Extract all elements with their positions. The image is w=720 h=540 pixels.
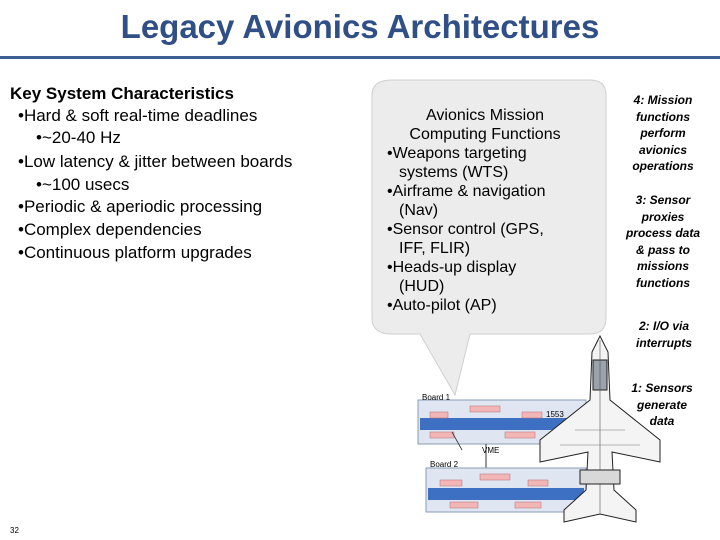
callout-item-nav-cont: (Nav) [399,202,439,219]
board-2-label: Board 2 [430,460,459,469]
step-3-line: proxies [641,209,685,224]
bullet-deadlines: •Hard & soft real-time deadlines [18,106,258,125]
step-3-line: functions [636,275,690,290]
board-1-label: Board 1 [422,393,451,402]
callout-item-wts-cont: systems (WTS) [399,164,509,181]
step-1-line: 1: Sensors [631,381,693,395]
bullet-processing: •Periodic & aperiodic processing [18,197,263,216]
bullet-latency: •Low latency & jitter between boards [18,152,293,171]
step-3-line: process data [625,226,701,240]
callout-item-wts: •Weapons targeting [387,145,527,162]
callout-item-hud-cont: (HUD) [399,278,445,295]
step-2-line: 2: I/O via [638,319,690,333]
callout-item-hud: •Heads-up display [387,259,517,276]
step-4-line: avionics [638,142,688,157]
bullet-usecs: •~100 usecs [36,175,130,194]
step-1-annotation: 1: Sensors generate data [610,380,714,430]
aircraft-drawing [539,334,661,523]
page-title: Legacy Avionics Architectures [120,8,600,45]
mission-functions-callout: Avionics Mission Computing Functions •We… [387,106,583,315]
callout-item-nav: •Airframe & navigation [387,183,546,200]
step-1-line: data [649,414,675,428]
step-2-line: interrupts [635,335,692,350]
bullet-frequency: •~20-40 Hz [36,128,121,147]
step-1-line: generate [636,397,688,412]
step-3-line: missions [636,259,690,273]
step-4-line: functions [636,109,690,124]
step-3-line: 3: Sensor [635,193,691,207]
callout-item-ap: •Auto-pilot (AP) [387,297,497,314]
step-3-annotation: 3: Sensor proxies process data & pass to… [608,192,718,291]
callout-heading: Avionics Mission Computing Functions [409,107,561,143]
callout-bubble [371,79,607,397]
step-4-line: 4: Mission [633,93,693,107]
step-4-line: operations [632,159,694,173]
bullet-upgrades: •Continuous platform upgrades [18,243,252,262]
board-2-diagram [425,467,587,513]
callout-item-sensor: •Sensor control (GPS, [387,221,544,238]
bullet-dependencies: •Complex dependencies [18,220,202,239]
step-2-annotation: 2: I/O via interrupts [612,318,716,351]
page-number: 32 [10,526,19,535]
step-4-line: perform [640,126,686,140]
characteristics-heading: Key System Characteristics [10,84,234,103]
title-divider [0,56,720,59]
step-3-line: & pass to [635,242,690,257]
vme-bus-label: VME [482,446,500,455]
callout-item-sensor-cont: IFF, FLIR) [399,240,471,257]
bus-1553-label: 1553 [546,410,564,419]
step-4-annotation: 4: Mission functions perform avionics op… [610,92,716,175]
